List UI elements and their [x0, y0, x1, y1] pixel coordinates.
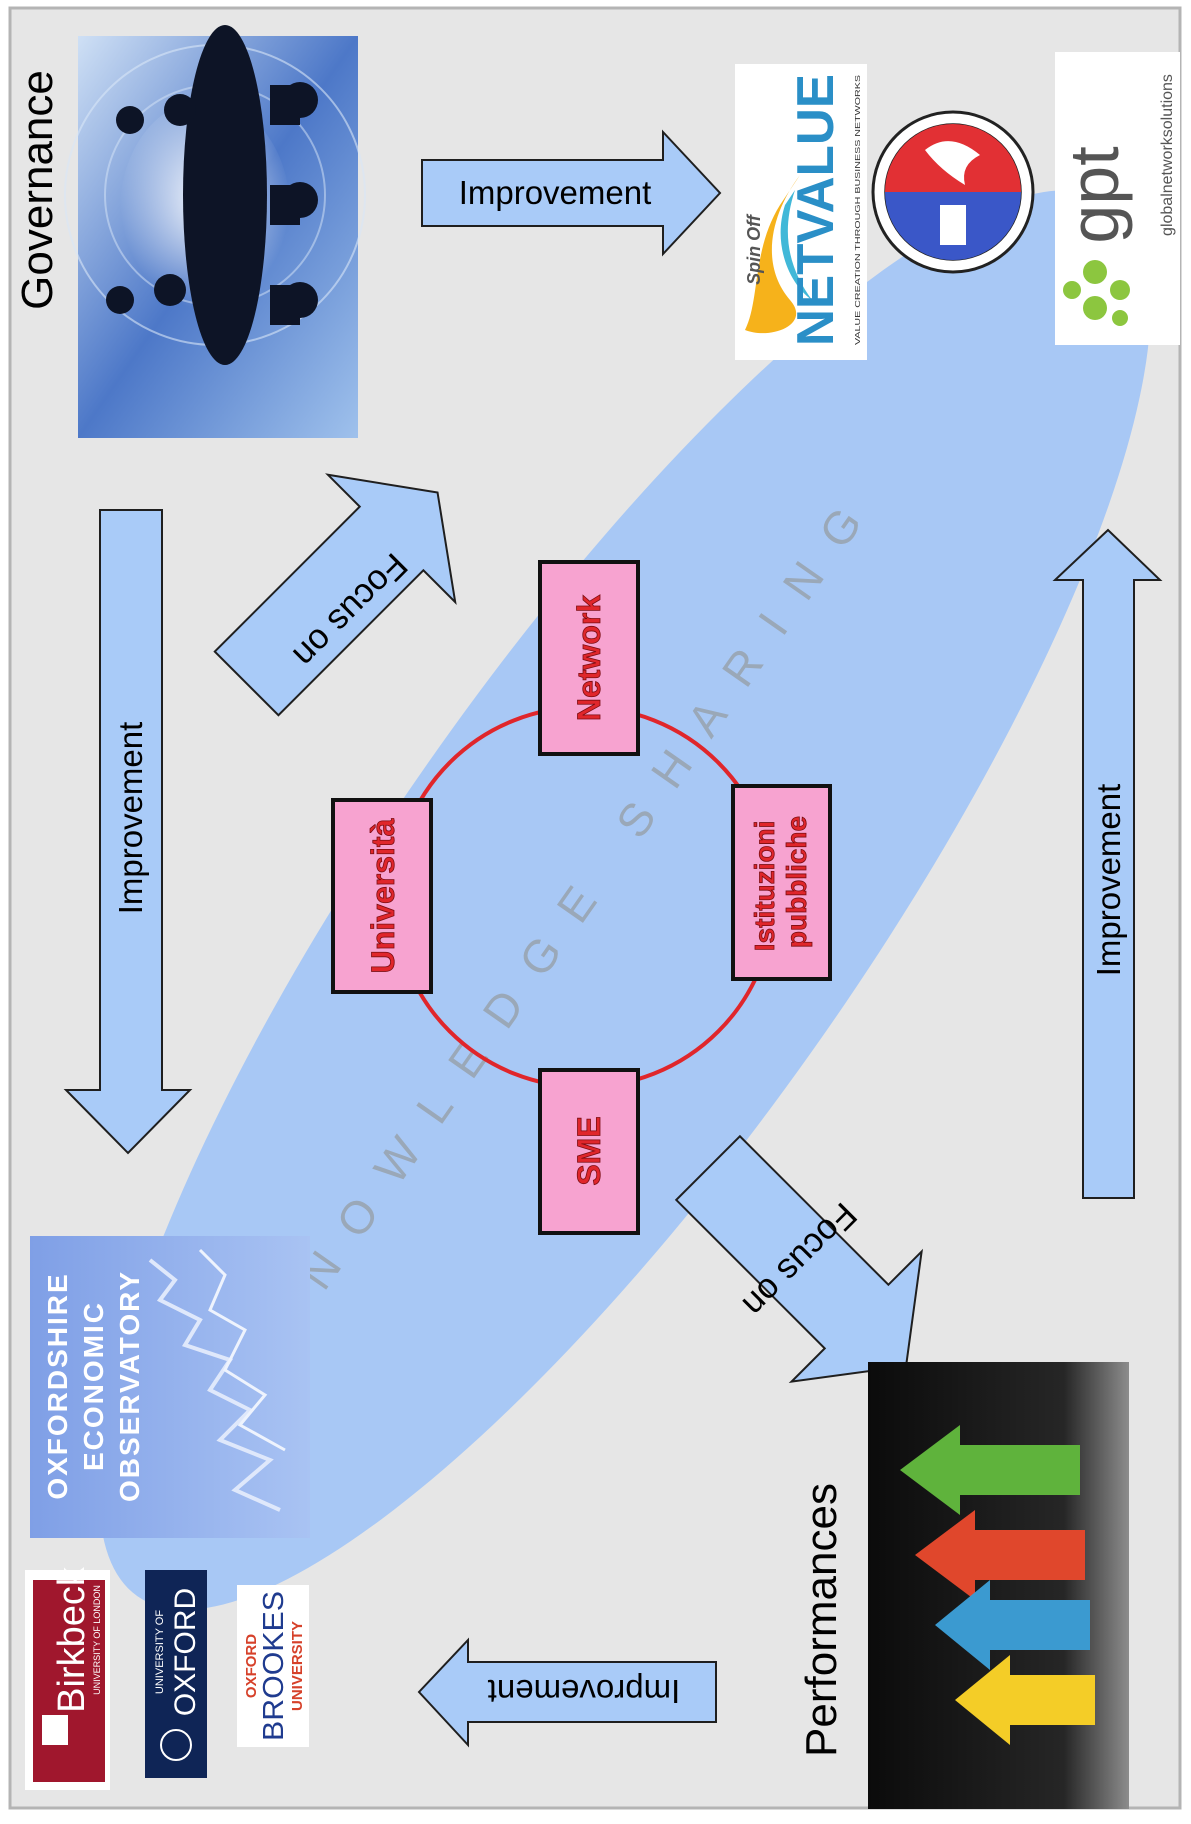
- node-istituzioni-label: Istituzioni pubbliche: [749, 813, 812, 951]
- birkbeck-name: Birkbeck: [51, 1566, 93, 1713]
- netvalue-tagline: VALUE CREATION THROUGH BUSINESS NETWORKS: [855, 74, 862, 345]
- gpt-logo: gpt globalnetworksolutions: [1055, 52, 1180, 345]
- brookes-sub: UNIVERSITY: [289, 1621, 306, 1711]
- node-network-label: Network: [571, 595, 607, 721]
- observatory-line-2: ECONOMIC: [78, 1301, 109, 1471]
- governance-photo: [64, 25, 366, 438]
- improvement-label-top: Improvement: [459, 174, 652, 211]
- brookes-top: OXFORD: [243, 1634, 260, 1698]
- knowledge-sharing-ellipse: [99, 190, 1151, 1610]
- node-istituzioni-line1: Istituzioni: [749, 821, 780, 952]
- oxfordshire-observatory-logo: OXFORDSHIRE ECONOMIC OBSERVATORY: [30, 1236, 310, 1538]
- gpt-tagline: globalnetworksolutions: [1159, 74, 1176, 236]
- improvement-arrow-top: Improvement: [421, 129, 722, 257]
- node-sme: SME: [538, 1068, 640, 1235]
- performances-title: Performances: [797, 1483, 846, 1757]
- oxford-logo: UNIVERSITY OF OXFORD: [145, 1570, 207, 1778]
- observatory-line-1: OXFORDSHIRE: [42, 1272, 73, 1499]
- performances-photo: [868, 1362, 1129, 1809]
- birkbeck-logo: Birkbeck UNIVERSITY OF LONDON: [25, 1566, 110, 1790]
- node-sme-label: SME: [571, 1116, 607, 1185]
- brookes-name: BROOKES: [258, 1591, 290, 1741]
- oxford-brookes-logo: OXFORD BROOKES UNIVERSITY: [237, 1585, 309, 1747]
- oxford-top: UNIVERSITY OF: [154, 1610, 166, 1694]
- netvalue-name: NETVALUE: [787, 74, 845, 346]
- governance-title: Governance: [13, 70, 62, 310]
- node-universita: Università: [331, 798, 433, 994]
- oxford-name: OXFORD: [169, 1588, 202, 1716]
- perugia-seal: [871, 110, 1035, 274]
- improvement-arrow-right: Improvement: [1052, 528, 1163, 1199]
- node-network: Network: [538, 560, 640, 756]
- improvement-label-left: Improvement: [112, 722, 149, 915]
- focus-arrow-lower: Focus on: [674, 1134, 924, 1384]
- netvalue-logo: NETVALUE Spin Off VALUE CREATION THROUGH…: [735, 64, 867, 360]
- birkbeck-sub: UNIVERSITY OF LONDON: [92, 1585, 102, 1695]
- node-istituzioni-line2: pubbliche: [781, 816, 812, 948]
- gpt-name: gpt: [1055, 146, 1133, 243]
- node-istituzioni: Istituzioni pubbliche: [731, 784, 832, 981]
- improvement-label-bottom: Improvement: [488, 1673, 681, 1710]
- node-universita-label: Università: [365, 818, 401, 973]
- improvement-label-right: Improvement: [1090, 784, 1127, 977]
- improvement-arrow-left: Improvement: [63, 509, 193, 1155]
- netvalue-spinoff: Spin Off: [744, 213, 764, 285]
- observatory-line-3: OBSERVATORY: [114, 1270, 145, 1502]
- improvement-arrow-bottom: Improvement: [417, 1637, 717, 1748]
